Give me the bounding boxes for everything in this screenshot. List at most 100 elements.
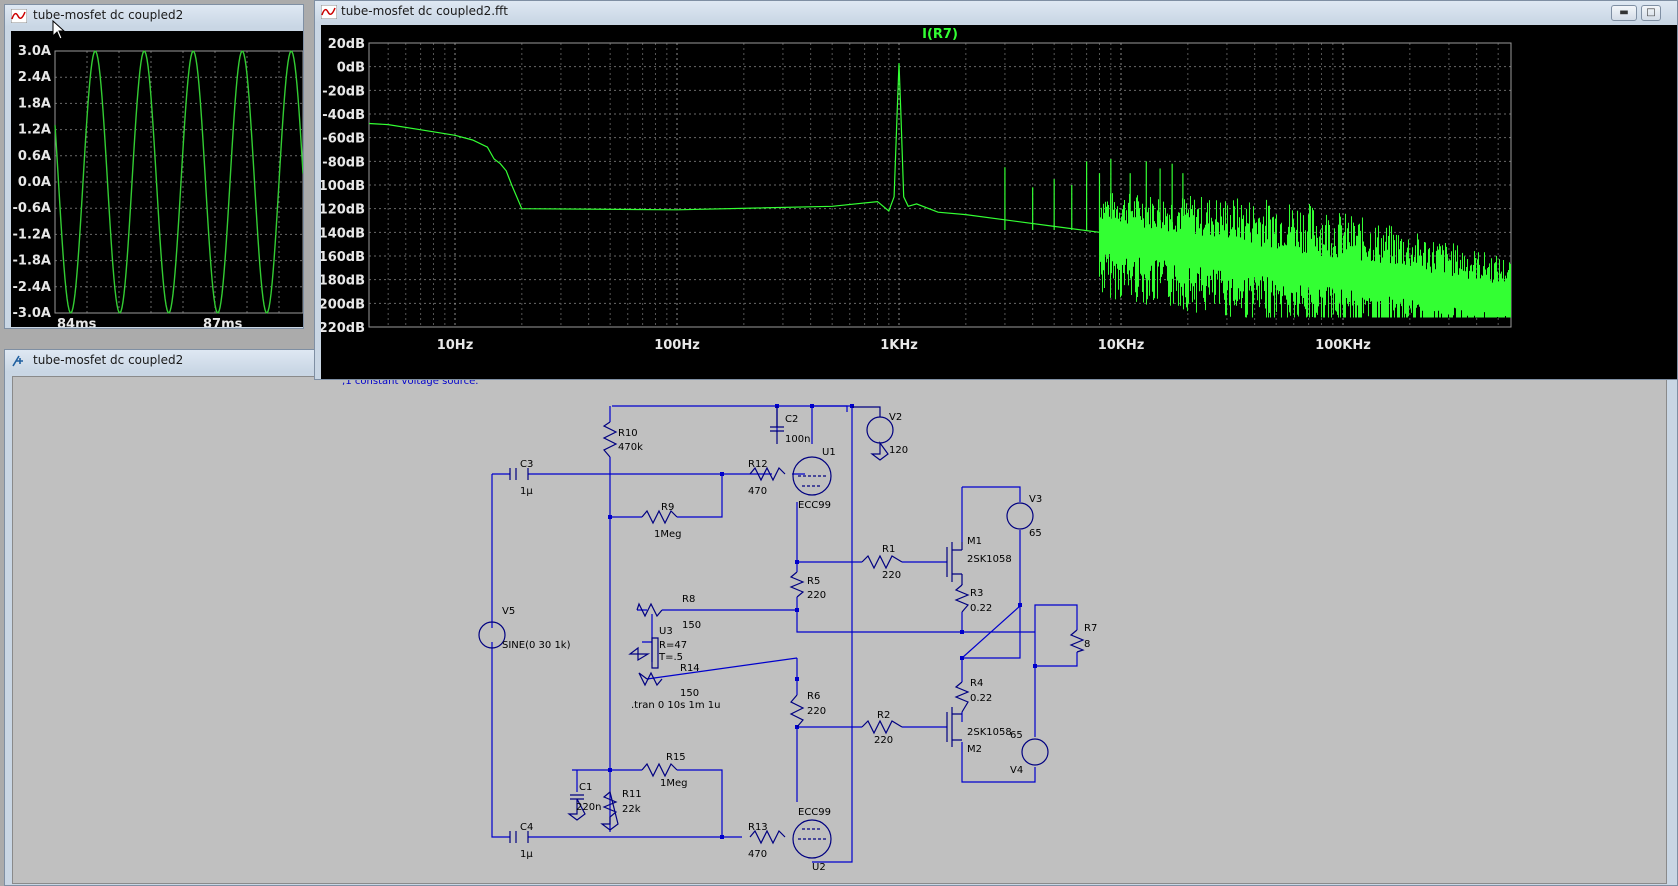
- waveform-icon: [321, 5, 337, 19]
- u1-label: U1: [822, 447, 836, 458]
- v3-value: 65: [1029, 528, 1042, 539]
- fft-x-tick: 10KHz: [1098, 338, 1145, 353]
- wave-trace: [54, 50, 304, 314]
- wave-y-tick: 0.0A: [18, 175, 51, 190]
- schematic-drawing: ;1 constant voltage source.: [342, 377, 1097, 873]
- schematic-canvas[interactable]: ;1 constant voltage source.: [12, 376, 1667, 884]
- waveform-window-title: tube-mosfet dc coupled2: [33, 8, 184, 22]
- fft-y-tick: -180dB: [321, 274, 365, 289]
- fft-x-tick: 1KHz: [880, 338, 918, 353]
- r3-label: R3: [970, 588, 983, 599]
- waveform-titlebar[interactable]: tube-mosfet dc coupled2: [5, 5, 303, 27]
- v5-value: SINE(0 30 1k): [502, 640, 571, 651]
- r4-value: 0.22: [970, 693, 992, 704]
- r2-label: R2: [877, 710, 890, 721]
- r1-value: 220: [882, 570, 901, 581]
- fft-y-tick: 0dB: [337, 61, 365, 76]
- wave-y-tick: 0.6A: [18, 149, 51, 164]
- fft-y-tick: -20dB: [322, 84, 365, 99]
- m2-label: M2: [967, 744, 982, 755]
- c4-label: C4: [520, 822, 533, 833]
- r9-value: 1Meg: [654, 529, 682, 540]
- u3-value-r: R=47: [659, 640, 687, 651]
- fft-plot[interactable]: 20dB0dB-20dB-40dB-60dB-80dB-100dB-120dB-…: [313, 25, 1677, 379]
- waveform-icon: [11, 9, 27, 23]
- u1-value: ECC99: [798, 500, 831, 511]
- r12-value: 470: [748, 486, 767, 497]
- r5-value: 220: [807, 590, 826, 601]
- maximize-icon: □: [1646, 7, 1656, 18]
- r6-label: R6: [807, 691, 820, 702]
- minimize-icon: ▬: [1619, 7, 1629, 18]
- u3-value-t: T=.5: [658, 652, 683, 663]
- r15-value: 1Meg: [660, 778, 688, 789]
- fft-x-tick: 10Hz: [437, 338, 474, 353]
- fft-titlebar[interactable]: tube-mosfet dc coupled2.fft ▬ □: [315, 1, 1677, 23]
- r11-label: R11: [622, 789, 642, 800]
- mouse-cursor-icon: [52, 20, 66, 40]
- r6-value: 220: [807, 706, 826, 717]
- wave-y-tick: -2.4A: [13, 280, 52, 295]
- r8-label: R8: [682, 594, 695, 605]
- r10-value: 470k: [618, 442, 643, 453]
- r5-label: R5: [807, 576, 820, 587]
- c3-value: 1µ: [520, 486, 533, 497]
- waveform-plot-svg: 3.0A2.4A1.8A1.2A0.6A0.0A-0.6A-1.2A-1.8A-…: [13, 44, 304, 332]
- m2-value: 2SK1058: [967, 727, 1012, 738]
- fft-y-tick: -100dB: [321, 179, 365, 194]
- comment-text: ;1 constant voltage source.: [342, 377, 479, 387]
- fft-trace-label: I(R7): [922, 27, 958, 42]
- fft-y-tick: -200dB: [321, 297, 365, 312]
- minimize-button[interactable]: ▬: [1611, 5, 1637, 21]
- r1-label: R1: [882, 544, 895, 555]
- fft-x-tick: 100Hz: [654, 338, 700, 353]
- r13-value: 470: [748, 849, 767, 860]
- v5-label: V5: [502, 606, 515, 617]
- wave-y-tick: -1.2A: [13, 227, 52, 242]
- fft-y-tick: -120dB: [321, 203, 365, 218]
- wave-y-tick: -1.8A: [13, 254, 52, 269]
- schematic-icon: [12, 355, 23, 367]
- u3-label: U3: [659, 626, 673, 637]
- wave-y-tick: 1.8A: [18, 96, 51, 111]
- r10-label: R10: [618, 428, 638, 439]
- fft-x-tick: 100KHz: [1315, 338, 1371, 353]
- c1-value: 220n: [576, 802, 601, 813]
- fft-trace: [368, 63, 1100, 233]
- c4-value: 1µ: [520, 849, 533, 860]
- wave-x-tick: 87ms: [203, 317, 243, 327]
- maximize-button[interactable]: □: [1641, 5, 1661, 21]
- m1-value: 2SK1058: [967, 554, 1012, 565]
- r2-value: 220: [874, 735, 893, 746]
- fft-y-tick: -80dB: [322, 155, 365, 170]
- m1-label: M1: [967, 536, 982, 547]
- wave-x-tick: 84ms: [57, 317, 97, 327]
- schematic-window[interactable]: tube-mosfet dc coupled2 ;1 constant volt…: [4, 349, 1678, 886]
- tran-directive: .tran 0 10s 1m 1u: [631, 700, 721, 711]
- schematic-window-title: tube-mosfet dc coupled2: [33, 353, 184, 367]
- fft-noise-band: [1098, 193, 1511, 318]
- r9-label: R9: [661, 502, 674, 513]
- c2-value: 100n: [785, 434, 810, 445]
- fft-y-tick: -60dB: [322, 132, 365, 147]
- fft-plot-svg: 20dB0dB-20dB-40dB-60dB-80dB-100dB-120dB-…: [313, 27, 1512, 353]
- u2-value: ECC99: [798, 807, 831, 818]
- wave-y-tick: 3.0A: [18, 44, 51, 59]
- wave-y-tick: -3.0A: [13, 306, 52, 321]
- c3-label: C3: [520, 459, 533, 470]
- fft-y-tick: -160dB: [321, 250, 365, 265]
- r14-value: 150: [680, 688, 699, 699]
- fft-y-tick: -220dB: [321, 321, 365, 336]
- v2-label: V2: [889, 412, 902, 423]
- r13-label: R13: [748, 822, 768, 833]
- fft-frame: [368, 42, 1512, 328]
- r11-value: 22k: [622, 804, 641, 815]
- r8-value: 150: [682, 620, 701, 631]
- wave-y-tick: 2.4A: [18, 70, 51, 85]
- r14-label: R14: [680, 663, 700, 674]
- v4-label: V4: [1010, 765, 1023, 776]
- r7-value: 8: [1084, 639, 1090, 650]
